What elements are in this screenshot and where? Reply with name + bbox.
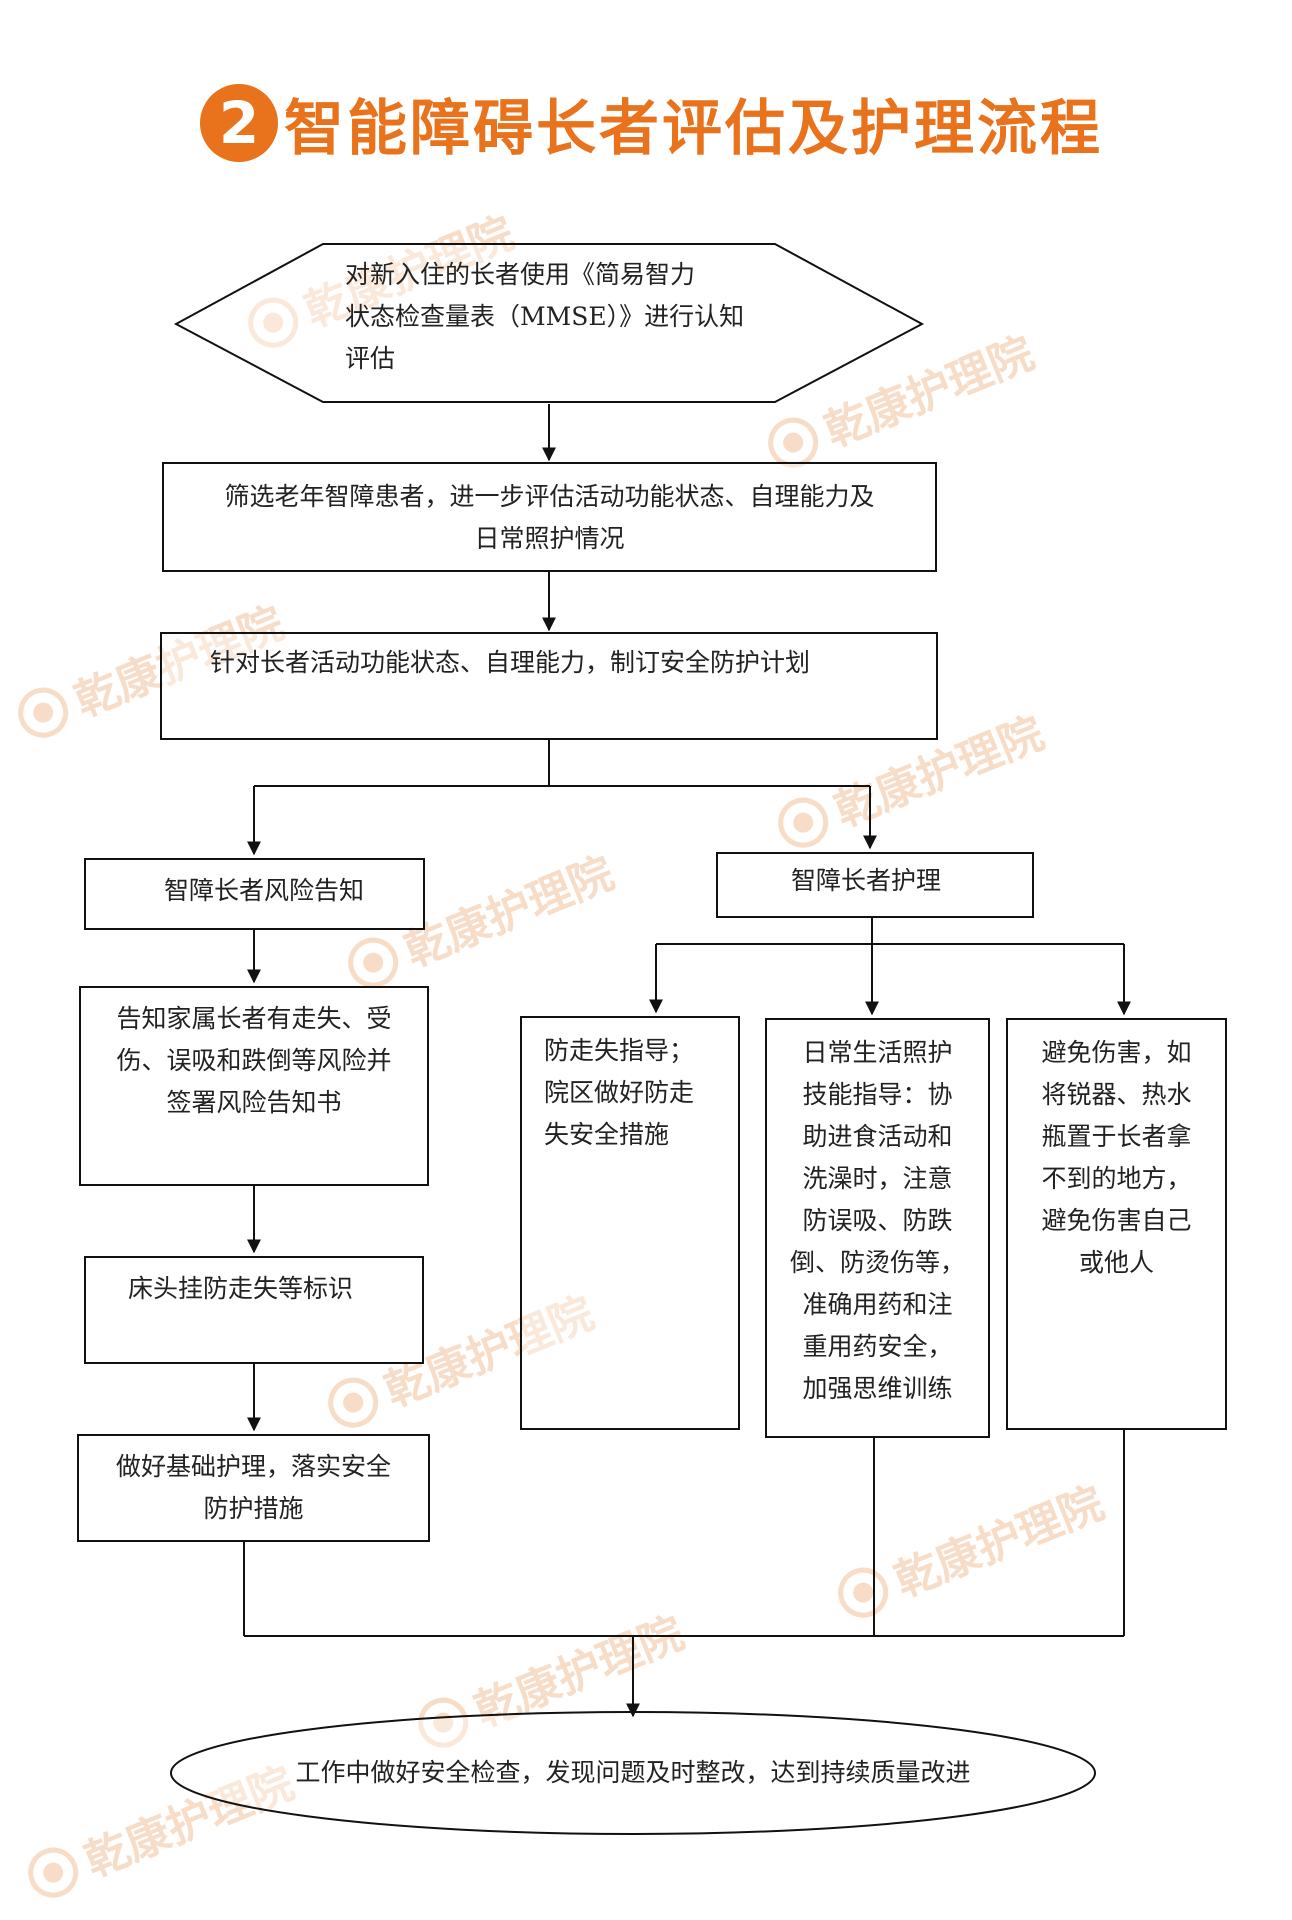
- node-line: 筛选老年智障患者，进一步评估活动功能状态、自理能力及: [224, 482, 875, 511]
- node-line: 将锐器、热水: [1041, 1080, 1192, 1109]
- node-line: 对新入住的长者使用《简易智力: [345, 260, 696, 289]
- node-start-cognitive-assessment: 对新入住的长者使用《简易智力 状态检查量表（MMSE）》进行认知 评估: [345, 254, 785, 380]
- node-line: 智障长者风险告知: [164, 876, 365, 905]
- node-bedside-sign: 床头挂防走失等标识: [84, 1256, 424, 1364]
- node-line: 院区做好防走: [544, 1078, 695, 1107]
- node-risk-notice: 智障长者风险告知: [84, 858, 425, 930]
- node-line: 签署风险告知书: [166, 1088, 342, 1117]
- node-line: 防护措施: [203, 1494, 304, 1523]
- node-dementia-care: 智障长者护理: [716, 852, 1034, 918]
- node-line: 日常生活照护: [802, 1038, 953, 1067]
- node-line: 针对长者活动功能状态、自理能力，制订安全防护计划: [210, 648, 811, 677]
- node-line: 加强思维训练: [802, 1374, 953, 1403]
- node-line: 避免伤害，如: [1041, 1038, 1192, 1067]
- node-line: 不到的地方，: [1041, 1164, 1192, 1193]
- node-basic-care: 做好基础护理，落实安全 防护措施: [77, 1434, 430, 1542]
- node-safety-plan: 针对长者活动功能状态、自理能力，制订安全防护计划: [160, 632, 938, 740]
- node-line: 技能指导：协: [802, 1080, 953, 1109]
- node-end-quality-improvement: 工作中做好安全检查，发现问题及时整改，达到持续质量改进: [180, 1752, 1086, 1794]
- connector-lines: [243, 404, 1131, 1718]
- page-title: 2 智能障碍长者评估及护理流程: [200, 78, 1103, 168]
- title-text: 智能障碍长者评估及护理流程: [284, 93, 1103, 164]
- node-line: 床头挂防走失等标识: [128, 1274, 354, 1303]
- node-line: 状态检查量表（MMSE）》进行认知: [345, 302, 745, 331]
- node-inform-family: 告知家属长者有走失、受 伤、误吸和跌倒等风险并 签署风险告知书: [79, 986, 429, 1186]
- node-line: 工作中做好安全检查，发现问题及时整改，达到持续质量改进: [295, 1758, 971, 1787]
- node-line: 告知家属长者有走失、受: [116, 1004, 392, 1033]
- node-line: 助进食活动和: [802, 1122, 953, 1151]
- node-line: 防走失指导；: [544, 1036, 695, 1065]
- node-daily-care-guidance: 日常生活照护 技能指导：协 助进食活动和 洗澡时，注意 防误吸、防跌 倒、防烫伤…: [765, 1018, 990, 1438]
- node-line: 或他人: [1078, 1248, 1154, 1277]
- node-line: 日常照护情况: [474, 524, 625, 553]
- node-avoid-injury: 避免伤害，如 将锐器、热水 瓶置于长者拿 不到的地方， 避免伤害自己 或他人: [1006, 1018, 1227, 1430]
- node-line: 智障长者护理: [791, 866, 942, 895]
- node-line: 做好基础护理，落实安全: [115, 1452, 391, 1481]
- title-number-badge: 2: [200, 84, 278, 162]
- node-line: 失安全措施: [544, 1120, 670, 1149]
- node-line: 重用药安全，: [802, 1332, 953, 1361]
- node-line: 准确用药和注: [802, 1290, 953, 1319]
- node-line: 避免伤害自己: [1041, 1206, 1192, 1235]
- node-line: 瓶置于长者拿: [1041, 1122, 1192, 1151]
- node-line: 倒、防烫伤等，: [789, 1248, 965, 1277]
- node-anti-wander-guidance: 防走失指导； 院区做好防走 失安全措施: [520, 1016, 740, 1430]
- node-line: 防误吸、防跌: [802, 1206, 953, 1235]
- node-line: 评估: [345, 344, 396, 373]
- node-line: 洗澡时，注意: [802, 1164, 953, 1193]
- node-screen-patients: 筛选老年智障患者，进一步评估活动功能状态、自理能力及 日常照护情况: [162, 462, 937, 572]
- node-line: 伤、误吸和跌倒等风险并: [116, 1046, 392, 1075]
- start-hexagon-shape: [173, 243, 925, 403]
